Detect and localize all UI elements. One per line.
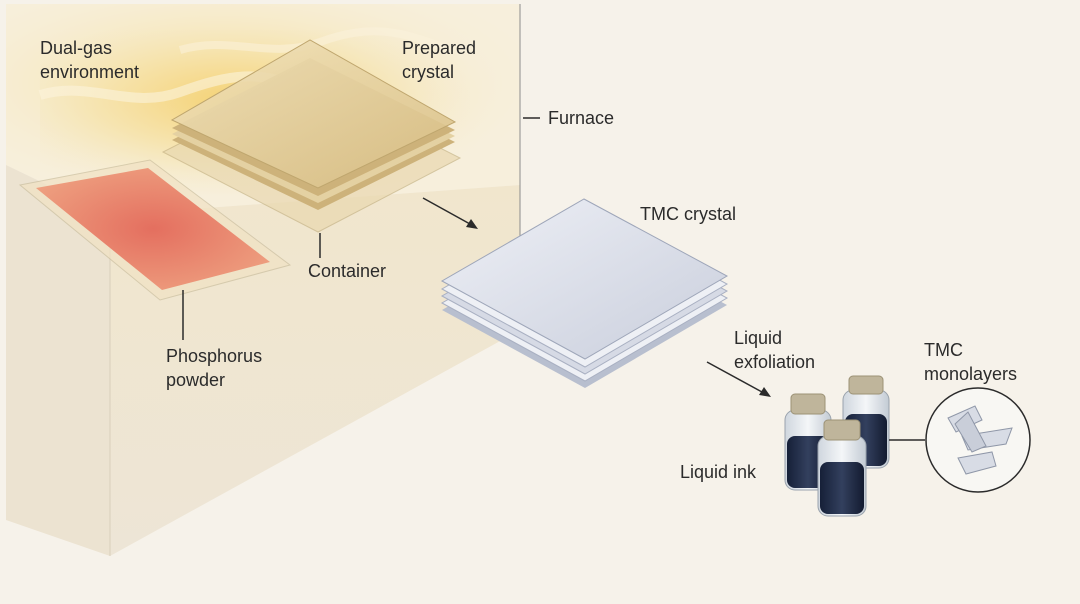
vial-cap (823, 419, 861, 441)
vial (817, 419, 867, 517)
tmc-crystal-stack (440, 198, 729, 388)
label-line: exfoliation (734, 352, 816, 372)
arrow-to-liquid-ink (706, 361, 771, 397)
phosphorus-powder (36, 168, 270, 290)
label-prepared-crystal: Prepared crystal (402, 36, 476, 84)
label-liquid-exfoliation: Liquid exfoliation (734, 326, 815, 374)
phosphorus-tray (18, 159, 292, 301)
label-line: Liquid (734, 328, 783, 348)
label-liquid-ink: Liquid ink (680, 462, 757, 482)
label-phosphorus-powder: Phosphorus powder (166, 344, 262, 392)
label-line: Dual-gas (40, 38, 113, 58)
crystal-outline (170, 39, 457, 189)
label-line: environment (40, 62, 140, 82)
ink-vials (784, 375, 890, 517)
arrow-to-tmc-crystal (422, 197, 478, 229)
label-furnace: Furnace (548, 108, 615, 128)
label-line: Prepared (402, 38, 477, 58)
label-line: crystal (402, 62, 455, 82)
gas-wisp (178, 27, 452, 54)
furnace-side-face (6, 165, 110, 556)
label-line: TMC (924, 340, 963, 360)
label-dual-gas-environment: Dual-gas environment (40, 36, 139, 84)
label-line: powder (166, 370, 226, 390)
monolayer-flake (954, 411, 987, 453)
prepared-crystal-stack (161, 39, 462, 233)
crystal-top (172, 40, 455, 188)
crystal-top (440, 198, 729, 360)
monolayer-flake (957, 451, 997, 475)
monolayers-inset (925, 387, 1031, 493)
label-line: monolayers (924, 364, 1018, 384)
label-tmc-crystal: TMC crystal (640, 204, 736, 224)
label-container: Container (308, 261, 387, 281)
vial-cap (848, 375, 884, 395)
vial-cap (790, 393, 826, 415)
label-line: Phosphorus (166, 346, 263, 366)
label-tmc-monolayers: TMC monolayers (924, 338, 1017, 386)
